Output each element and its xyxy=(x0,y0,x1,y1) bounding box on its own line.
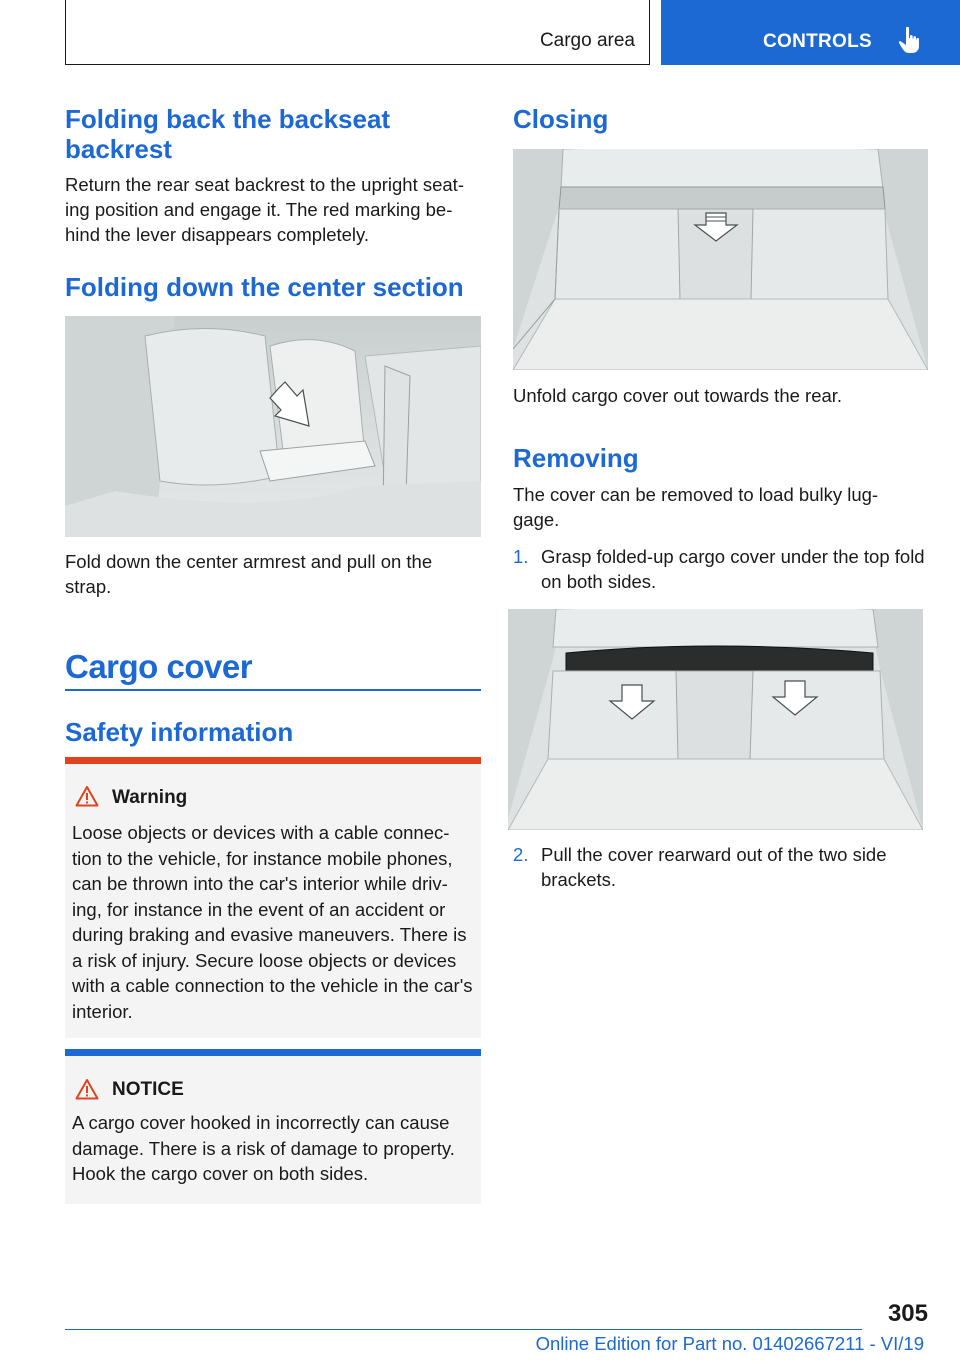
text-folding-back: Return the rear seat backrest to the upr… xyxy=(65,174,464,245)
pointing-hand-icon xyxy=(898,26,919,53)
warning-bar xyxy=(65,757,481,764)
step-number: 1. xyxy=(513,546,529,567)
notice-bar xyxy=(65,1049,481,1056)
text-center-section: Fold down the center armrest and pull on… xyxy=(65,551,433,597)
notice-triangle-icon xyxy=(75,1079,99,1100)
header-section-box: Cargo area xyxy=(65,0,650,65)
warning-title: Warning xyxy=(112,787,188,808)
warning-text: Loose objects or devices with a cable co… xyxy=(72,822,473,1022)
header-chapter-title: CONTROLS xyxy=(763,31,873,52)
header-section-title: Cargo area xyxy=(539,30,635,51)
warning-box: Warning Loose objects or devices with a … xyxy=(65,757,481,1038)
heading-safety-information: Safety information xyxy=(65,717,294,747)
footer-edition: Online Edition for Part no. 01402667211 … xyxy=(535,1333,924,1354)
warning-triangle-icon xyxy=(75,786,99,807)
figure-closing-cover xyxy=(513,149,928,370)
heading-rule xyxy=(65,689,481,691)
heading-cargo-cover: Cargo cover xyxy=(65,648,253,685)
figure-center-armrest xyxy=(65,316,481,537)
heading-folding-back: Folding back the backseat backrest xyxy=(65,104,391,164)
step-text: Pull the cover rearward out of the two s… xyxy=(541,844,887,890)
text-removing: The cover can be removed to load bulky l… xyxy=(513,484,879,530)
page-number: 305 xyxy=(887,1300,928,1327)
heading-removing: Removing xyxy=(513,443,639,473)
notice-text: A cargo cover hooked in incorrectly can … xyxy=(72,1112,455,1184)
header-chapter-tab[interactable]: CONTROLS xyxy=(661,0,960,65)
step-number: 2. xyxy=(513,844,529,865)
notice-title: NOTICE xyxy=(112,1079,184,1100)
heading-closing: Closing xyxy=(513,104,609,134)
notice-box: NOTICE A cargo cover hooked in incorrect… xyxy=(65,1049,481,1204)
figure-removing-cover xyxy=(508,609,923,830)
heading-center-section: Folding down the center section xyxy=(65,272,464,302)
text-closing: Unfold cargo cover out towards the rear. xyxy=(513,385,843,406)
step-text: Grasp folded-up cargo cover under the to… xyxy=(541,546,925,592)
footer-rule xyxy=(65,1329,862,1330)
